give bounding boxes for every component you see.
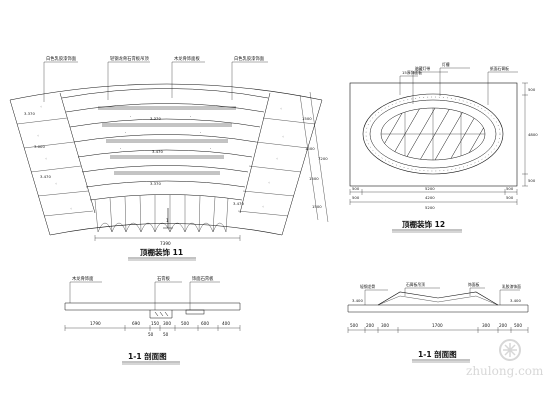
- dim-label: 1500: [309, 176, 319, 181]
- callout-label: 灯槽: [442, 62, 450, 67]
- svg-text:◦: ◦: [262, 204, 264, 209]
- svg-text:◦: ◦: [282, 134, 284, 139]
- curtain-columns: [94, 195, 229, 233]
- callout-label: 白色乳胶漆饰面: [46, 55, 77, 62]
- dim-label: 500: [528, 178, 536, 183]
- level-label: 3.470: [40, 174, 51, 179]
- svg-text:◦: ◦: [70, 206, 72, 211]
- svg-text:◦: ◦: [45, 156, 47, 161]
- oval-hatch: [381, 108, 485, 160]
- hatch-strip: [102, 123, 232, 127]
- dim-label: 690: [132, 321, 140, 326]
- dim-label: 150: [151, 321, 159, 326]
- level-label: 3.370: [150, 181, 161, 186]
- dim-label: 1790: [90, 321, 101, 326]
- dim-label: 1500: [312, 204, 322, 209]
- svg-text:◦: ◦: [40, 104, 42, 109]
- level-label: 3.370: [24, 111, 35, 116]
- level-label: 3.370: [150, 116, 161, 121]
- svg-text:·: ·: [120, 146, 121, 151]
- hatch-strip: [110, 155, 224, 159]
- section-1-1-left: 木龙骨饰面 石膏板 饰面石膏板 1790 690 150 300 500 600…: [64, 275, 241, 365]
- section-mark: 1: [166, 218, 169, 223]
- dim-label: 7390: [160, 241, 171, 246]
- svg-text:·: ·: [200, 130, 201, 135]
- dim-label: 500: [352, 186, 360, 191]
- dim-label: 500: [506, 186, 514, 191]
- svg-text:·: ·: [125, 130, 126, 135]
- dim-label: 1500: [305, 146, 315, 151]
- dim-label: 50: [148, 332, 154, 337]
- watermark-logo: zhulong.com: [466, 339, 544, 378]
- dim-label: 1500: [302, 116, 312, 121]
- plan-title: 顶棚装饰 11: [140, 247, 183, 257]
- section-title: 1-1 剖面图: [128, 351, 167, 361]
- dim-label: 50: [163, 332, 169, 337]
- svg-text:◦: ◦: [280, 106, 282, 111]
- dim-label: 4800: [528, 132, 538, 137]
- level-label: 3.400: [352, 298, 363, 303]
- dim-label: 500: [506, 195, 514, 200]
- dim-label: 300: [482, 323, 490, 328]
- watermark-text: zhulong.com: [466, 364, 544, 378]
- dim-label: 500: [350, 323, 358, 328]
- hatch-strip: [106, 139, 228, 143]
- vault-profile: [377, 291, 499, 306]
- callout-label: 石膏板: [157, 275, 171, 282]
- fan-outer-arc: [9, 83, 323, 101]
- callout-label: 纸面石膏板: [490, 66, 509, 71]
- dim-total: 5200: [425, 205, 435, 210]
- dim-label: 500: [528, 87, 536, 92]
- svg-text:·: ·: [210, 146, 211, 151]
- dim-total: 7200: [318, 156, 328, 161]
- dim-label: 4200: [425, 195, 435, 200]
- dim-label: 300: [381, 323, 389, 328]
- hatch-strip: [98, 106, 236, 110]
- dim-label: 200: [366, 323, 374, 328]
- dim-label: 500: [181, 321, 189, 326]
- room-outline: [349, 82, 518, 187]
- callout-label: 白色乳胶漆饰面: [234, 55, 265, 62]
- svg-text:◦: ◦: [55, 181, 57, 186]
- level-label: 3.470: [233, 201, 244, 206]
- dim-label: 5200: [425, 186, 435, 191]
- callout-label: 15厚饰面板: [402, 70, 422, 75]
- dim-label: 500: [352, 195, 360, 200]
- dim-label: 300: [163, 321, 171, 326]
- hatch-strip: [114, 171, 220, 175]
- callout-label: 乳胶漆饰面: [502, 284, 521, 289]
- level-label: 3.400: [510, 298, 521, 303]
- callout-label: 木龙骨饰面: [72, 275, 94, 282]
- svg-text:·: ·: [190, 114, 191, 119]
- section-title: 1-1 剖面图: [418, 349, 457, 359]
- callout-label: 石膏板吊顶: [406, 282, 425, 287]
- fan-inner-arc: [49, 223, 283, 236]
- callout-label: 轻钢龙骨石膏板吊顶: [110, 55, 149, 62]
- ceiling-plan-12: 15厚饰面板 暗藏灯带 灯槽 纸面石膏板 500 5200 500 500 42…: [349, 62, 538, 233]
- callout-label: 饰面板: [468, 282, 480, 287]
- callout-label: 轻钢龙骨: [360, 284, 375, 289]
- callout-label: 饰面石膏板: [192, 275, 214, 282]
- dim-label: 400: [222, 321, 230, 326]
- svg-text:◦: ◦: [276, 156, 278, 161]
- dim-label: 200: [499, 323, 507, 328]
- dim-label: 600: [201, 321, 209, 326]
- oval-outer: [362, 93, 504, 175]
- level-label: 3.470: [152, 149, 163, 154]
- callout-label: 暗藏灯带: [415, 66, 430, 71]
- svg-text:◦: ◦: [37, 133, 39, 138]
- dim-label: 1700: [432, 323, 443, 328]
- section-1-1-right: 石膏板吊顶 饰面板 乳胶漆饰面 轻钢龙骨 3.400 3.400 500 200…: [347, 282, 529, 363]
- dim-label: 500: [514, 323, 522, 328]
- svg-text:◦: ◦: [268, 180, 270, 185]
- svg-text:·: ·: [130, 114, 131, 119]
- ceiling-plan-11: ◦ ◦ ◦ ◦ ◦ ◦ ◦ ◦ ◦ ◦ · · · · · · 3.370 3.000 3.470 3.3…: [9, 55, 328, 261]
- level-label: 3.000: [34, 144, 45, 149]
- plan-title: 顶棚装饰 12: [402, 219, 445, 229]
- callout-label: 木龙骨饰面板: [174, 55, 200, 62]
